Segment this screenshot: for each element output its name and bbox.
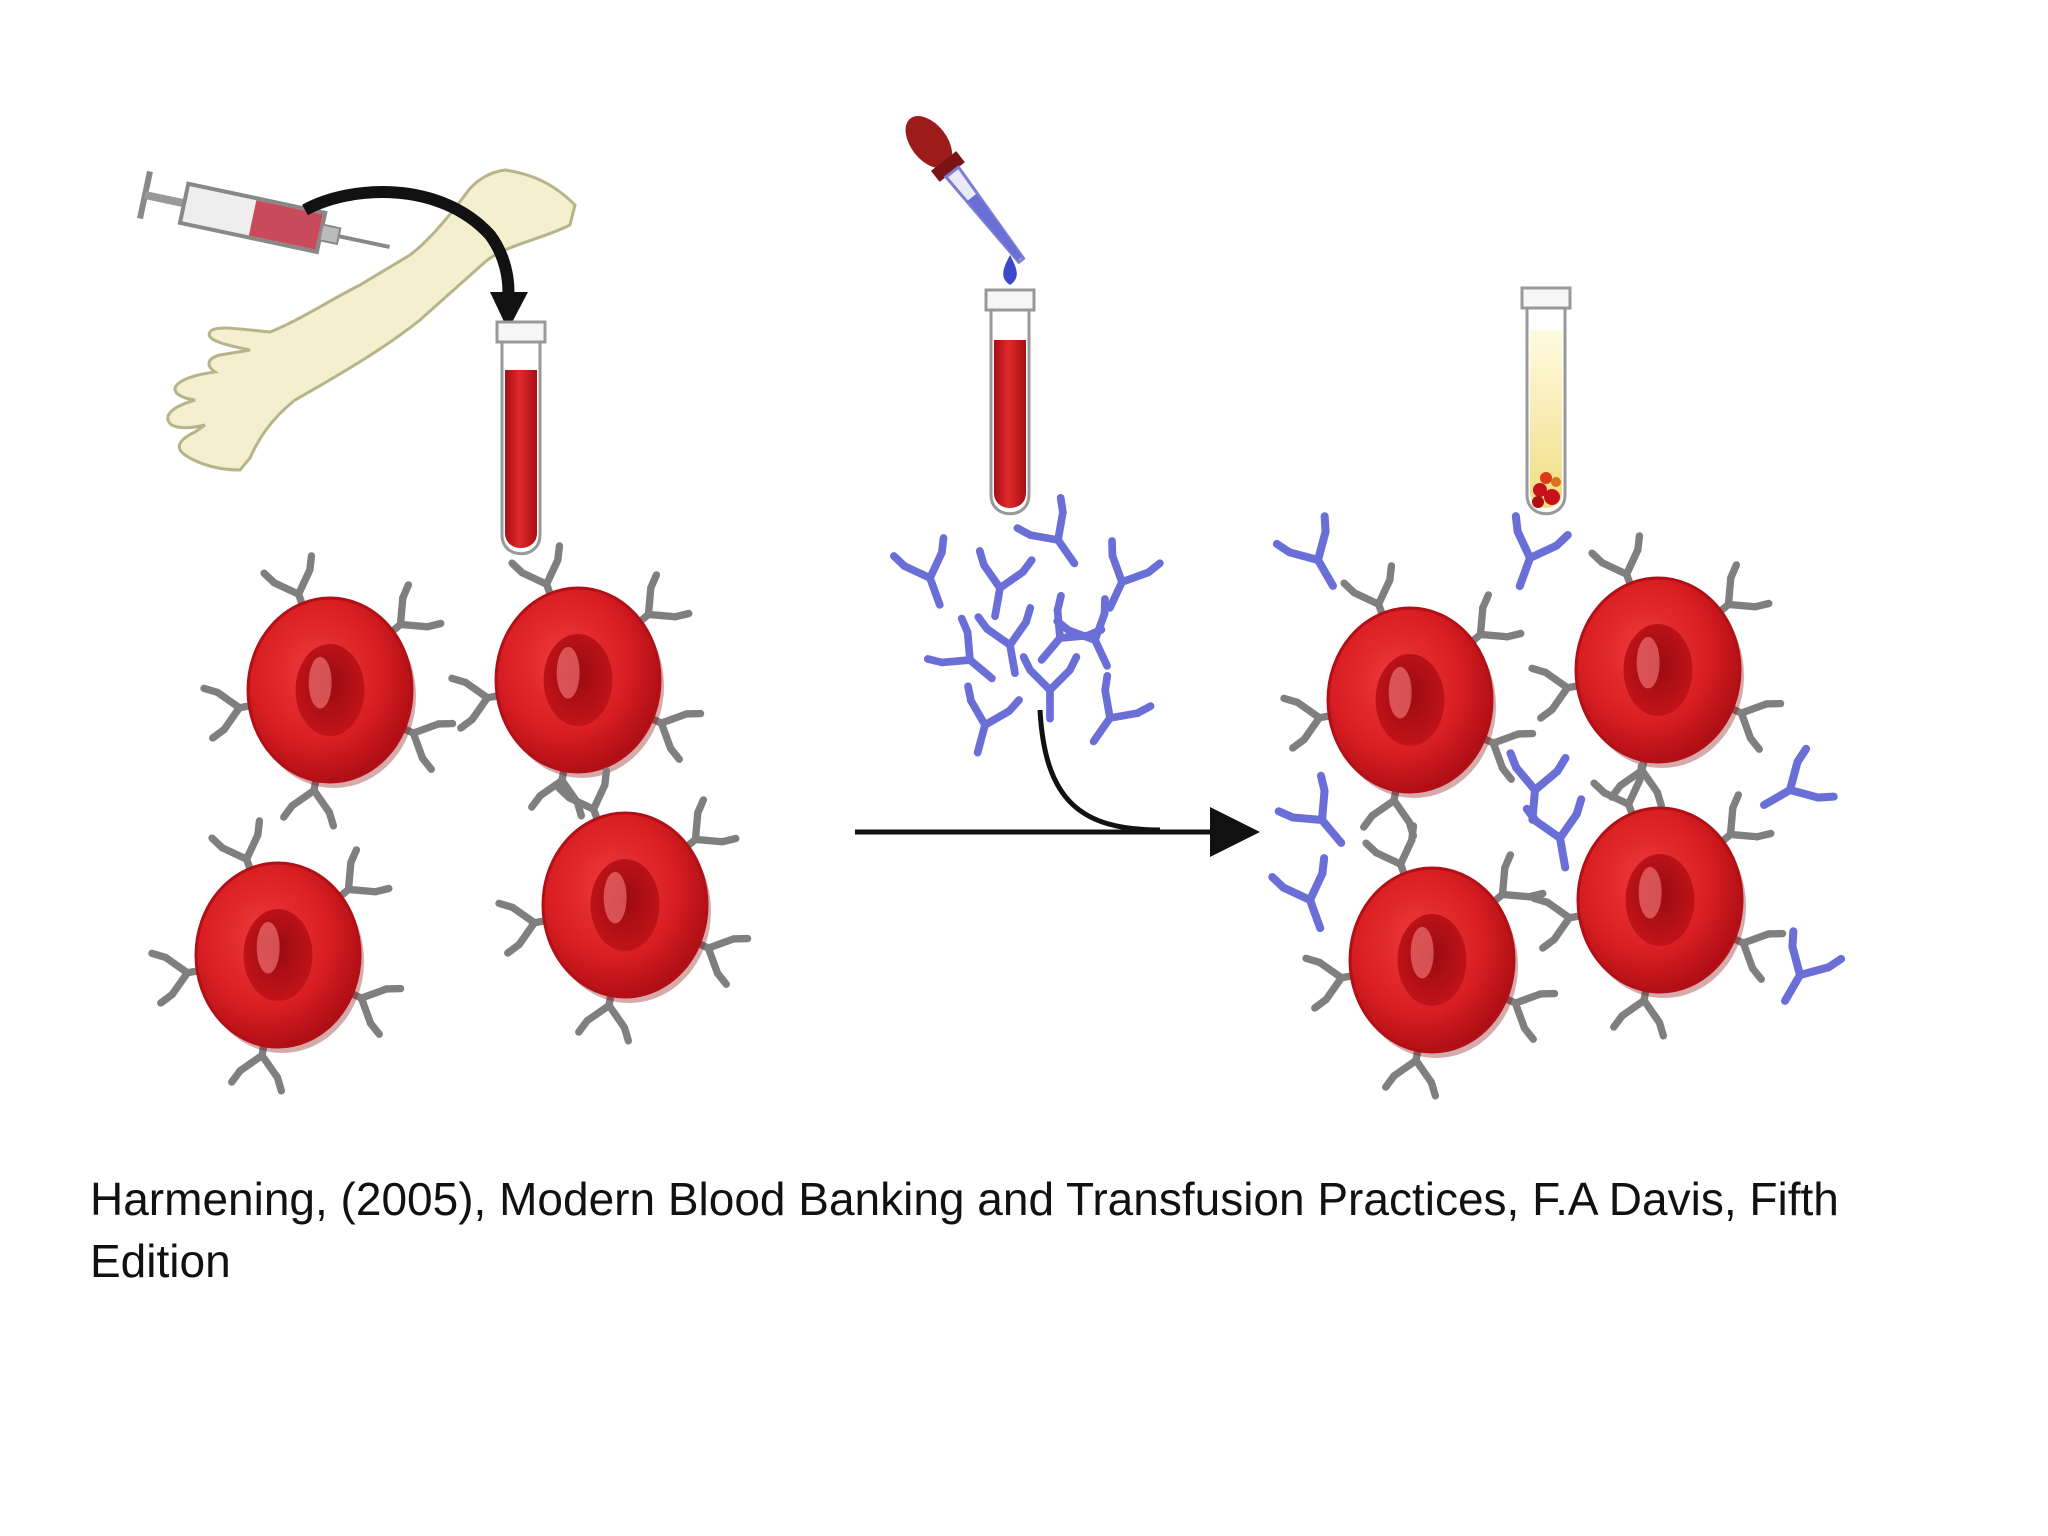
reagent-drop <box>1003 255 1017 285</box>
antibody-icon <box>1053 595 1111 670</box>
reaction-curve <box>1037 709 1161 833</box>
antibody-icon <box>1274 771 1346 847</box>
antibody-icon <box>975 547 1036 621</box>
antibody-icon <box>1511 512 1572 591</box>
antibody-icon <box>890 534 948 609</box>
test-tube-icon <box>984 288 1036 516</box>
bridging-antibodies <box>1268 512 1846 1005</box>
antibody-icon <box>1272 512 1337 590</box>
antibody-cluster <box>890 493 1164 757</box>
red-blood-cell-icon <box>1302 822 1559 1100</box>
arm-icon <box>166 168 577 472</box>
red-blood-cell-icon <box>495 767 752 1045</box>
antibody-icon <box>1506 749 1570 824</box>
transfer-arrow <box>302 186 515 301</box>
antibody-icon <box>923 614 996 683</box>
red-blood-cells <box>148 532 1787 1100</box>
antibody-icon <box>1106 537 1164 612</box>
antibody-icon <box>1013 493 1079 568</box>
antibody-icon <box>964 682 1023 757</box>
antigen-icon <box>1302 954 1372 1012</box>
test-tube-icon <box>495 320 547 556</box>
red-blood-cell-icon <box>148 817 405 1095</box>
citation-caption: Harmening, (2005), Modern Blood Banking … <box>90 1173 1839 1287</box>
antibody-icon <box>974 604 1035 678</box>
red-blood-cell-icon <box>200 552 457 830</box>
antibody-icon <box>1019 653 1081 723</box>
red-blood-cell-icon <box>1530 762 1787 1040</box>
red-blood-cell-icon <box>1528 532 1785 810</box>
antibody-icon <box>1522 795 1586 872</box>
agglutination-diagram <box>137 116 1846 1100</box>
syringe-icon <box>137 170 390 255</box>
antibody-icon <box>1268 854 1329 933</box>
transfer-arrow-head <box>490 292 528 330</box>
antibody-icon <box>1089 671 1155 746</box>
antigen-icon <box>1590 762 1646 834</box>
dropper-icon <box>905 116 1026 265</box>
red-blood-cell-icon <box>448 542 705 820</box>
antibody-icon <box>1760 744 1838 809</box>
antibody-icon <box>1781 927 1846 1005</box>
test-tube-icon <box>1520 286 1572 516</box>
red-blood-cell-icon <box>1280 562 1537 840</box>
